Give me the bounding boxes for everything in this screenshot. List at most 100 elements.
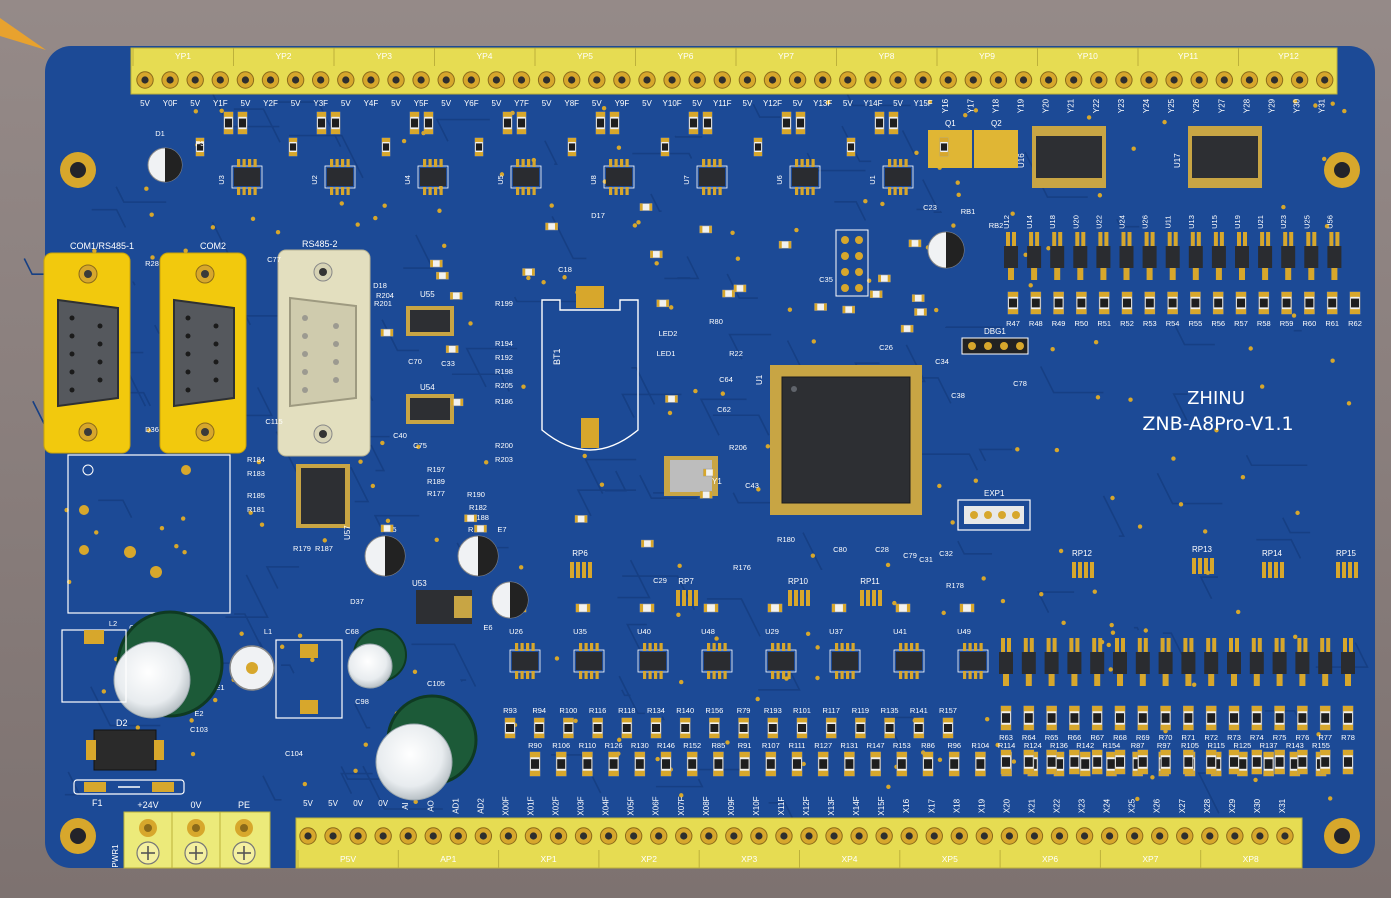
pcb-trace: [732, 492, 784, 504]
resistor-label: R67: [1090, 733, 1104, 742]
component-label: C26: [879, 343, 893, 352]
opto-label: U40: [637, 627, 651, 636]
pcb-via: [801, 761, 806, 767]
pin-hole: [743, 76, 752, 84]
mcu-label: U1: [755, 374, 764, 385]
resistor-label: R110: [579, 741, 596, 750]
smd-resistor: [767, 717, 779, 739]
smd-resistor: [795, 111, 806, 135]
smd-resistor: [975, 751, 986, 777]
pcb-via: [1128, 397, 1133, 402]
resistor-label: R157: [939, 706, 957, 715]
pcb-via: [499, 172, 505, 177]
smd-capacitor: [464, 514, 477, 523]
component-label: D17: [591, 211, 605, 220]
resistor-array-icon: [1072, 562, 1094, 578]
pcb-via: [1313, 103, 1318, 108]
smd-resistor: [639, 603, 655, 613]
com2-connector[interactable]: COM2: [159, 241, 247, 454]
com1-db9-socket: [57, 298, 119, 408]
smd-resistor: [237, 111, 248, 135]
rs485-2-connector[interactable]: RS485-2: [277, 239, 371, 457]
pin-hole: [668, 76, 676, 84]
smd-resistor: [1069, 749, 1080, 775]
pcb-trace: [802, 532, 823, 571]
driver-label: U13: [1187, 215, 1196, 229]
pcb-via: [937, 483, 942, 489]
top-pin-label: 5V: [793, 99, 803, 108]
screw-terminal-icon[interactable]: [184, 819, 208, 865]
pin-hole: [1106, 832, 1114, 840]
pcb-via: [549, 203, 554, 208]
resistor-label: R97: [1157, 741, 1171, 750]
smd-capacitor: [699, 490, 713, 499]
opto-label: U1: [868, 175, 877, 185]
optocoupler-chip: [765, 643, 797, 679]
transistor-icon: [1050, 232, 1065, 280]
pcb-trace: [460, 679, 467, 682]
relay-footprint: [67, 454, 231, 614]
opto-label: U3: [217, 175, 226, 185]
smd-resistor: [1297, 749, 1308, 775]
pcb-via: [632, 223, 638, 228]
smd-resistor: [1000, 705, 1012, 731]
bottom-pin-label: X07F: [677, 796, 686, 815]
bottom-pin-label: X26: [1153, 798, 1162, 813]
pin-hole: [1296, 76, 1304, 84]
pcb-trace: [234, 613, 267, 657]
optocoupler-chip: [509, 643, 541, 679]
opto-label: U4: [403, 175, 412, 185]
smd-resistor: [1212, 291, 1224, 315]
pcb-via: [973, 478, 979, 483]
bottom-pin-label: X30: [1253, 798, 1262, 813]
smd-capacitor: [733, 284, 747, 293]
smd-resistor: [896, 751, 908, 777]
pin-hole: [454, 832, 462, 840]
pcb-via: [1061, 620, 1066, 626]
smd-resistor: [595, 111, 606, 135]
smd-resistor: [703, 603, 719, 613]
resistor-array-label: RP7: [678, 577, 694, 586]
opto-label: U41: [893, 627, 907, 636]
pin-hole: [693, 76, 701, 84]
resistor-label: R74: [1250, 733, 1264, 742]
resistor-label: R52: [1120, 319, 1134, 328]
pin-hole: [568, 76, 576, 84]
pcb-via: [183, 248, 188, 253]
smd-resistor: [895, 603, 911, 613]
driver-label: U11: [1164, 215, 1173, 228]
smd-resistor: [1160, 705, 1171, 731]
opto-label: U49: [957, 627, 971, 636]
u57-label: U57: [343, 525, 352, 540]
smd-resistor: [516, 111, 527, 135]
screw-terminal-icon[interactable]: [136, 819, 160, 865]
pin-hole: [1156, 832, 1164, 840]
screw-terminal-icon[interactable]: [232, 819, 256, 865]
component-label: C115: [265, 417, 282, 426]
smd-resistor: [913, 717, 925, 739]
resistor-label: R90: [528, 741, 542, 750]
smd-resistor: [502, 111, 513, 135]
pcb-trace: [265, 566, 300, 589]
power-terminal-block[interactable]: +24V 0V PE PWR1: [111, 800, 271, 869]
exp-header[interactable]: EXP1: [957, 489, 1031, 531]
bottom-pin-label: AO: [426, 800, 435, 812]
debug-header[interactable]: DBG1: [961, 327, 1029, 355]
resistor-label: R85: [712, 741, 726, 750]
resistor-label: R126: [605, 741, 623, 750]
jumper-block[interactable]: [835, 229, 869, 297]
pcb-via: [1171, 456, 1176, 461]
resistor-label: R140: [676, 706, 694, 715]
smd-resistor: [1114, 749, 1126, 775]
pcb-via: [358, 459, 363, 464]
com1-connector[interactable]: COM1/RS485-1: [43, 241, 134, 454]
smd-capacitor: [288, 137, 298, 157]
optocoupler-chip: [573, 643, 605, 679]
component-label: D36: [145, 425, 159, 434]
component-label: C64: [719, 375, 733, 384]
pcb-via: [1015, 447, 1020, 452]
smd-resistor: [1235, 291, 1247, 315]
mounting-holes: [60, 152, 1360, 854]
top-pin-label: Y7F: [514, 99, 529, 108]
bottom-pin-label: X06F: [652, 796, 661, 815]
